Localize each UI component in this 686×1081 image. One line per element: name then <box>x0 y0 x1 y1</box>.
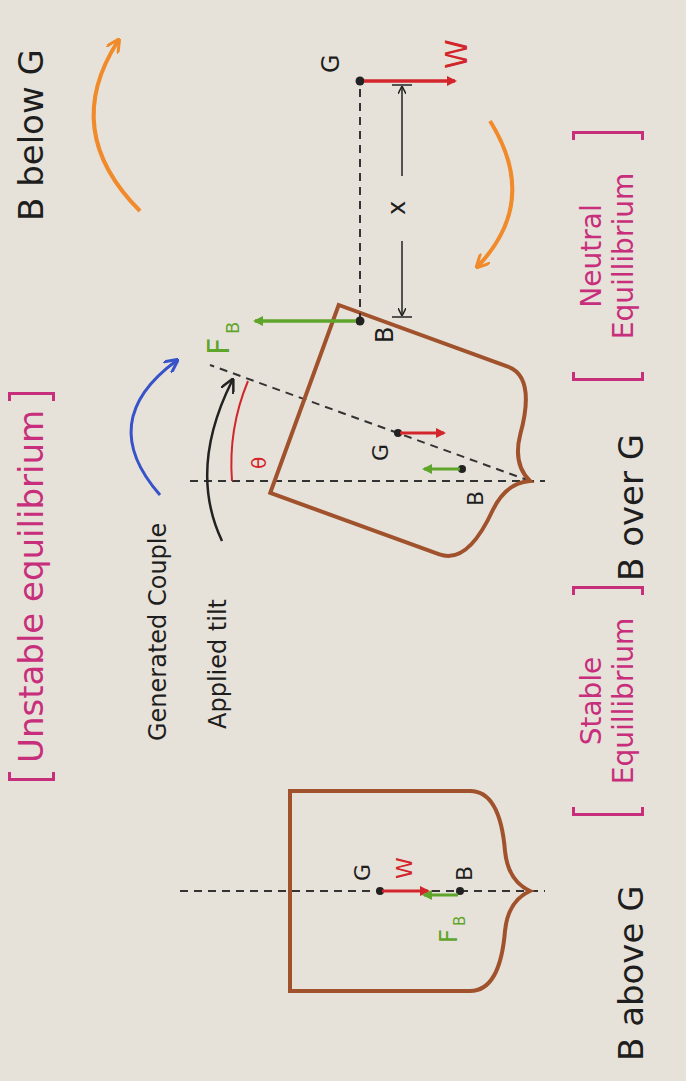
weight-arrow <box>382 890 428 893</box>
force-label: W <box>392 857 417 879</box>
vertical-line <box>190 480 545 482</box>
rotation-arrow <box>94 41 140 211</box>
state-label: Stable Equillibrium <box>576 604 640 798</box>
dimension-label: x <box>384 201 412 215</box>
point-label: G <box>350 864 375 881</box>
dimension-tick <box>392 84 412 86</box>
bracket-side <box>572 807 644 816</box>
buoyancy-arrow <box>424 468 460 471</box>
axis-line <box>180 890 545 892</box>
weight-arrow <box>364 79 455 83</box>
state-label: Neutral Equillibrium <box>576 149 640 363</box>
buoyancy-arrow <box>255 319 356 323</box>
g-point <box>356 77 365 86</box>
force-label: W <box>440 39 475 69</box>
bracket-side <box>572 586 644 595</box>
section-heading: B below G <box>12 49 51 221</box>
bracket-side <box>8 392 55 401</box>
point-label: G <box>368 444 393 461</box>
rotation-arrow <box>478 121 512 266</box>
bracket: Unstable equilibrium <box>8 392 55 781</box>
dimension-line <box>401 241 403 315</box>
lever-line <box>359 81 361 321</box>
annotation: Applied tilt <box>205 599 233 729</box>
couple-arrow <box>131 361 176 495</box>
point-label: B <box>463 491 488 506</box>
point-label: B <box>452 866 477 881</box>
point-label: B <box>372 327 400 343</box>
body-outline <box>270 305 564 575</box>
force-subscript: B <box>452 916 469 926</box>
section-heading: B over G <box>612 434 651 581</box>
weight-arrow <box>400 432 444 435</box>
section-heading: B above G <box>612 885 651 1061</box>
buoyancy-arrow <box>424 894 458 897</box>
annotation: Generated Couple <box>145 523 173 741</box>
b-point <box>356 317 365 326</box>
bracket: Stable Equillibrium <box>572 586 644 816</box>
force-label: F <box>202 338 237 355</box>
tilted-axis <box>210 365 530 481</box>
dimension-line <box>401 87 403 176</box>
tilt-arrow <box>207 381 232 541</box>
angle-symbol: θ <box>248 457 271 469</box>
force-subscript: B <box>223 322 244 334</box>
bracket-side <box>8 772 55 781</box>
body-outline <box>290 791 530 991</box>
point-label: G <box>318 54 346 73</box>
force-label: F <box>436 929 464 943</box>
state-label: Unstable equilibrium <box>12 410 51 763</box>
bracket-side <box>572 131 644 140</box>
angle-arc <box>231 381 248 481</box>
bracket: Neutral Equillibrium <box>572 131 644 381</box>
bracket-side <box>572 372 644 381</box>
dimension-tick <box>392 316 412 318</box>
